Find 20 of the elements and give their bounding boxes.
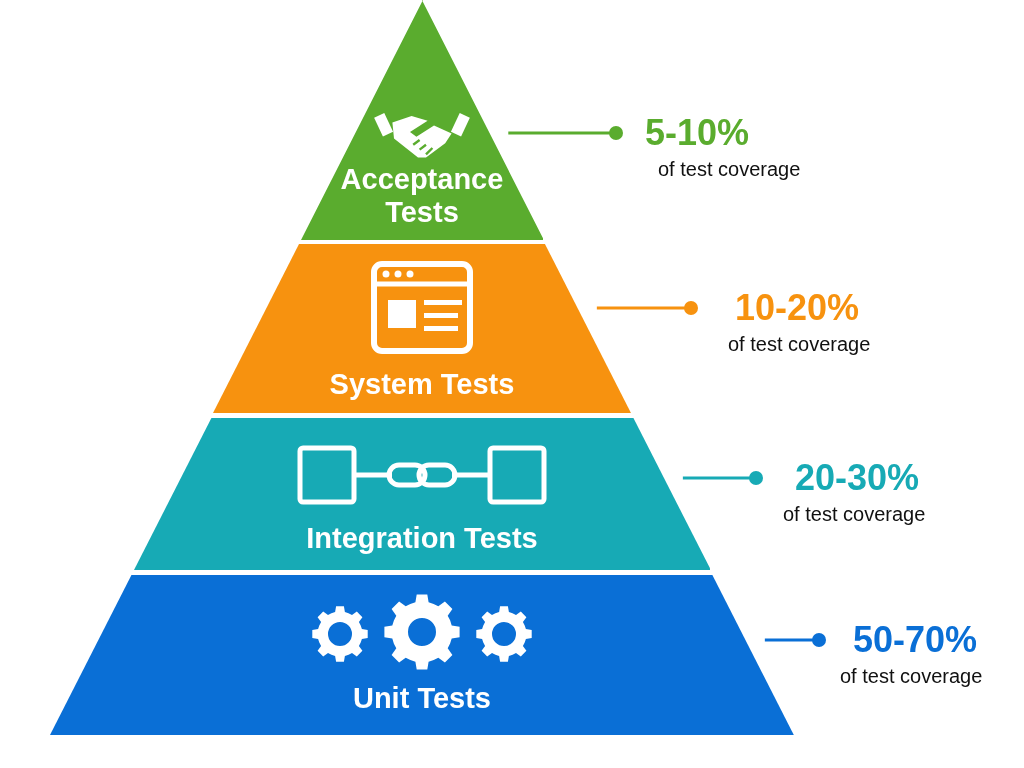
coverage-caption: of test coverage <box>783 502 926 527</box>
pyramid-tier <box>213 244 631 413</box>
pyramid-tier <box>50 575 794 735</box>
coverage-percentage: 50-70% <box>853 619 978 661</box>
tier-label: System Tests <box>328 368 516 401</box>
coverage-caption: of test coverage <box>728 332 871 357</box>
coverage-caption: of test coverage <box>658 157 801 182</box>
leader-line <box>682 471 763 485</box>
leader-line <box>596 301 698 315</box>
pyramid-tier <box>133 418 711 570</box>
coverage-percentage: 5-10% <box>645 112 750 154</box>
coverage-caption: of test coverage <box>840 664 983 689</box>
leader-line <box>764 633 826 647</box>
pyramid-tier <box>300 0 544 240</box>
coverage-percentage: 20-30% <box>795 457 920 499</box>
tier-label: Unit Tests <box>351 682 492 715</box>
tier-label: Integration Tests <box>305 522 539 555</box>
tier-label: Acceptance Tests <box>339 163 505 229</box>
coverage-percentage: 10-20% <box>735 287 860 329</box>
leader-line <box>508 126 623 140</box>
